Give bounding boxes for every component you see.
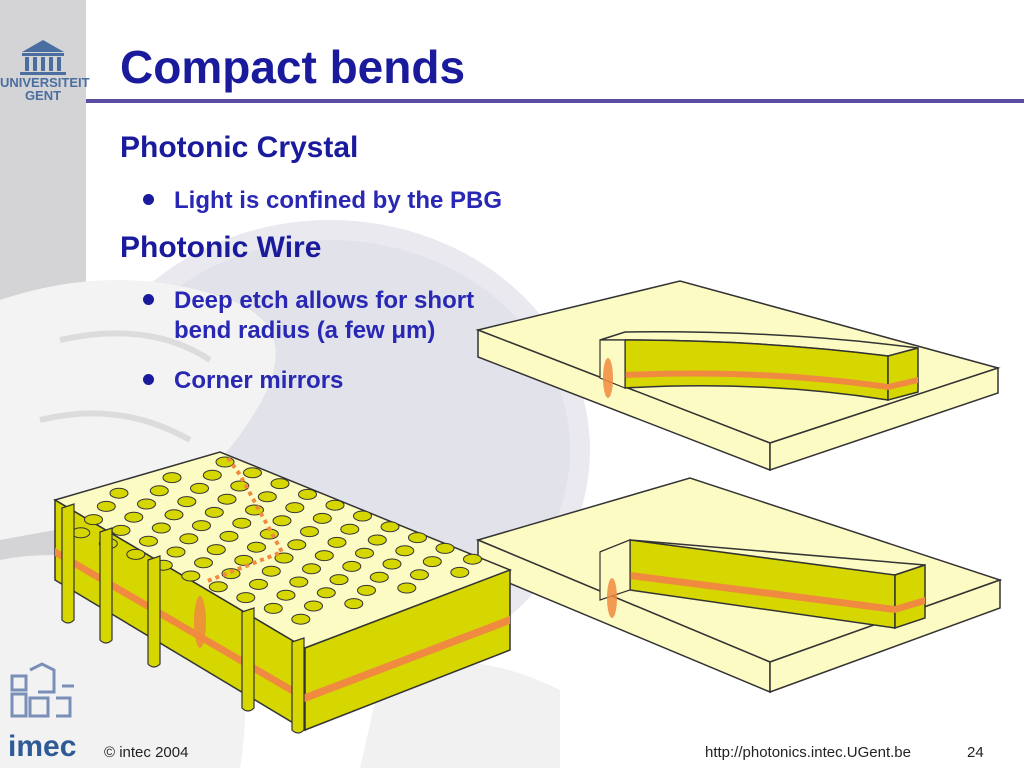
- glove-crease-1: [59, 330, 212, 363]
- footer-url: http://photonics.intec.UGent.be: [705, 744, 911, 761]
- heading-photonic-wire: Photonic Wire: [120, 231, 322, 264]
- air-hole: [395, 545, 415, 557]
- footer-copyright: © intec 2004: [104, 744, 189, 761]
- air-hole: [243, 467, 262, 479]
- air-hole: [137, 498, 156, 510]
- air-hole: [219, 530, 239, 542]
- air-hole: [249, 578, 268, 590]
- bullet-dot: [143, 294, 154, 305]
- university-name-line1: UNIVERSITEIT: [0, 75, 90, 90]
- air-hole: [109, 487, 129, 499]
- air-hole: [422, 556, 442, 568]
- air-hole: [380, 521, 400, 533]
- air-hole: [111, 524, 131, 536]
- air-hole: [230, 480, 250, 492]
- slide-title: Compact bends: [120, 41, 466, 93]
- air-hole: [217, 493, 237, 505]
- air-hole: [367, 534, 387, 546]
- hole-array: [71, 456, 482, 625]
- bullet-dot: [143, 374, 154, 385]
- air-hole: [327, 536, 347, 548]
- air-hole: [274, 552, 294, 564]
- air-hole: [298, 488, 317, 500]
- air-hole: [270, 478, 290, 490]
- air-hole: [342, 560, 362, 572]
- air-hole: [276, 589, 296, 601]
- air-hole: [166, 546, 186, 558]
- air-hole: [257, 491, 277, 503]
- air-hole: [353, 510, 372, 522]
- university-name-line2: GENT: [24, 88, 62, 103]
- air-hole: [192, 520, 211, 532]
- air-hole: [162, 472, 182, 484]
- air-hole: [410, 569, 429, 581]
- air-hole: [151, 522, 171, 534]
- air-hole: [208, 581, 228, 593]
- air-hole: [202, 469, 222, 481]
- air-hole: [190, 482, 209, 494]
- air-hole: [314, 550, 334, 562]
- air-hole: [272, 515, 292, 527]
- air-hole: [124, 511, 144, 523]
- air-hole: [340, 523, 360, 535]
- air-hole: [179, 533, 199, 545]
- imec-logo-text: imec: [8, 730, 77, 763]
- title-divider: [86, 99, 1024, 103]
- air-hole: [302, 563, 321, 575]
- imec-maze-icon: [10, 662, 74, 718]
- air-hole: [84, 514, 103, 526]
- heading-photonic-crystal: Photonic Crystal: [120, 131, 359, 164]
- air-hole: [325, 499, 345, 511]
- air-hole: [355, 547, 374, 559]
- air-hole: [435, 542, 455, 554]
- air-hole: [285, 502, 305, 514]
- air-hole: [450, 566, 470, 578]
- air-hole: [164, 509, 184, 521]
- air-hole: [232, 517, 252, 529]
- air-hole: [287, 539, 307, 551]
- air-hole: [344, 598, 364, 610]
- air-hole: [234, 554, 254, 566]
- glove-crease-2: [39, 410, 192, 443]
- air-hole: [181, 570, 201, 582]
- building-icon: [20, 40, 66, 75]
- air-hole: [177, 496, 197, 508]
- air-hole: [126, 548, 146, 560]
- air-hole: [463, 553, 482, 565]
- air-hole: [289, 576, 309, 588]
- bullet-text: Corner mirrors: [174, 367, 344, 394]
- air-hole: [329, 574, 349, 586]
- glove-fingers: [0, 280, 276, 540]
- air-hole: [149, 485, 169, 497]
- air-hole: [300, 526, 319, 538]
- air-hole: [139, 535, 158, 547]
- bullet-dot: [143, 194, 154, 205]
- air-hole: [357, 584, 376, 596]
- page-number: 24: [967, 744, 984, 761]
- air-hole: [312, 512, 332, 524]
- air-hole: [263, 602, 283, 614]
- air-hole: [236, 592, 256, 604]
- air-hole: [194, 557, 213, 569]
- air-hole: [316, 587, 336, 599]
- air-hole: [206, 544, 226, 556]
- air-hole: [261, 565, 281, 577]
- air-hole: [291, 613, 311, 625]
- air-hole: [382, 558, 402, 570]
- air-hole: [408, 532, 427, 544]
- air-hole: [304, 600, 323, 612]
- air-hole: [369, 571, 389, 583]
- air-hole: [96, 500, 116, 512]
- bullet-text: Light is confined by the PBG: [174, 187, 503, 214]
- air-hole: [397, 582, 417, 594]
- air-hole: [247, 541, 266, 553]
- air-hole: [204, 506, 224, 518]
- bullet-text: bend radius (a few μm): [174, 317, 436, 344]
- bullet-text: Deep etch allows for short: [174, 287, 475, 314]
